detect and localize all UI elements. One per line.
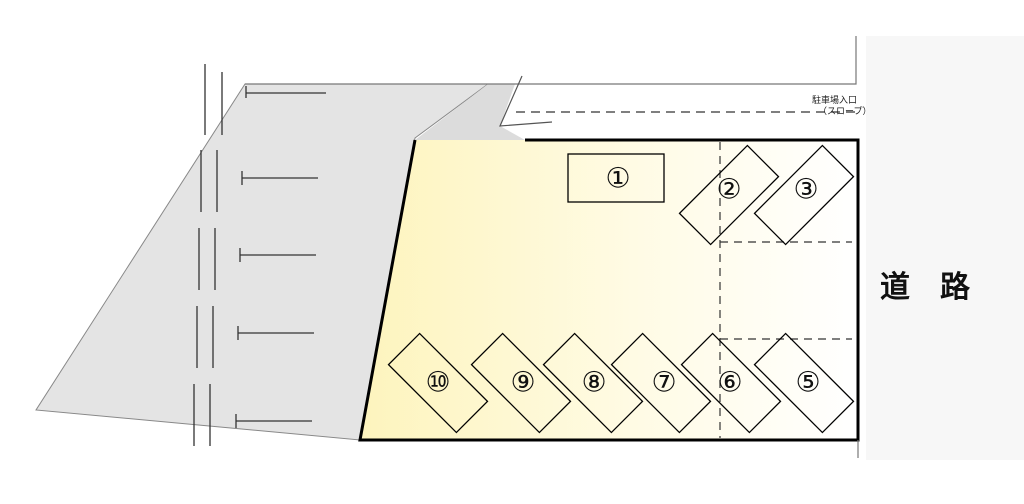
parking-space-9[interactable]: [470, 332, 572, 434]
site-boundary-top: [245, 36, 857, 85]
space-label-10: ⑩: [425, 366, 450, 399]
entrance-label: 駐車場入口 （スロープ）: [812, 96, 871, 118]
space-label-7: ⑦: [651, 366, 676, 399]
road-label-char-1: 道: [880, 270, 910, 305]
space-label-2: ②: [716, 173, 741, 206]
space-label-9: ⑨: [510, 366, 535, 399]
parking-space-10[interactable]: [387, 332, 489, 434]
space-label-5: ⑤: [795, 366, 820, 399]
left-boundary-lines: [193, 64, 223, 446]
parking-space-2[interactable]: [678, 144, 780, 246]
road-label-char-2: 路: [940, 270, 970, 305]
parking-space-5[interactable]: [753, 332, 855, 434]
parking-space-3[interactable]: [753, 144, 855, 246]
entrance-label-line2: （スロープ）: [818, 107, 872, 117]
space-label-1: ①: [605, 162, 630, 195]
entrance-label-line1: 駐車場入口: [812, 96, 858, 106]
ladder-rungs: [235, 86, 326, 428]
parking-space-8[interactable]: [542, 332, 644, 434]
parking-space-1[interactable]: [567, 153, 665, 203]
ramp-line: [499, 75, 553, 127]
ramp-area: [415, 84, 525, 140]
parking-lot-area: [360, 140, 856, 440]
space-label-3: ③: [793, 173, 818, 206]
parking-space-6[interactable]: [680, 332, 782, 434]
space-label-6: ⑥: [717, 366, 742, 399]
parking-space-7[interactable]: [610, 332, 712, 434]
space-divider-lines: [719, 142, 852, 438]
space-label-8: ⑧: [581, 366, 606, 399]
road-area: [866, 36, 1024, 460]
